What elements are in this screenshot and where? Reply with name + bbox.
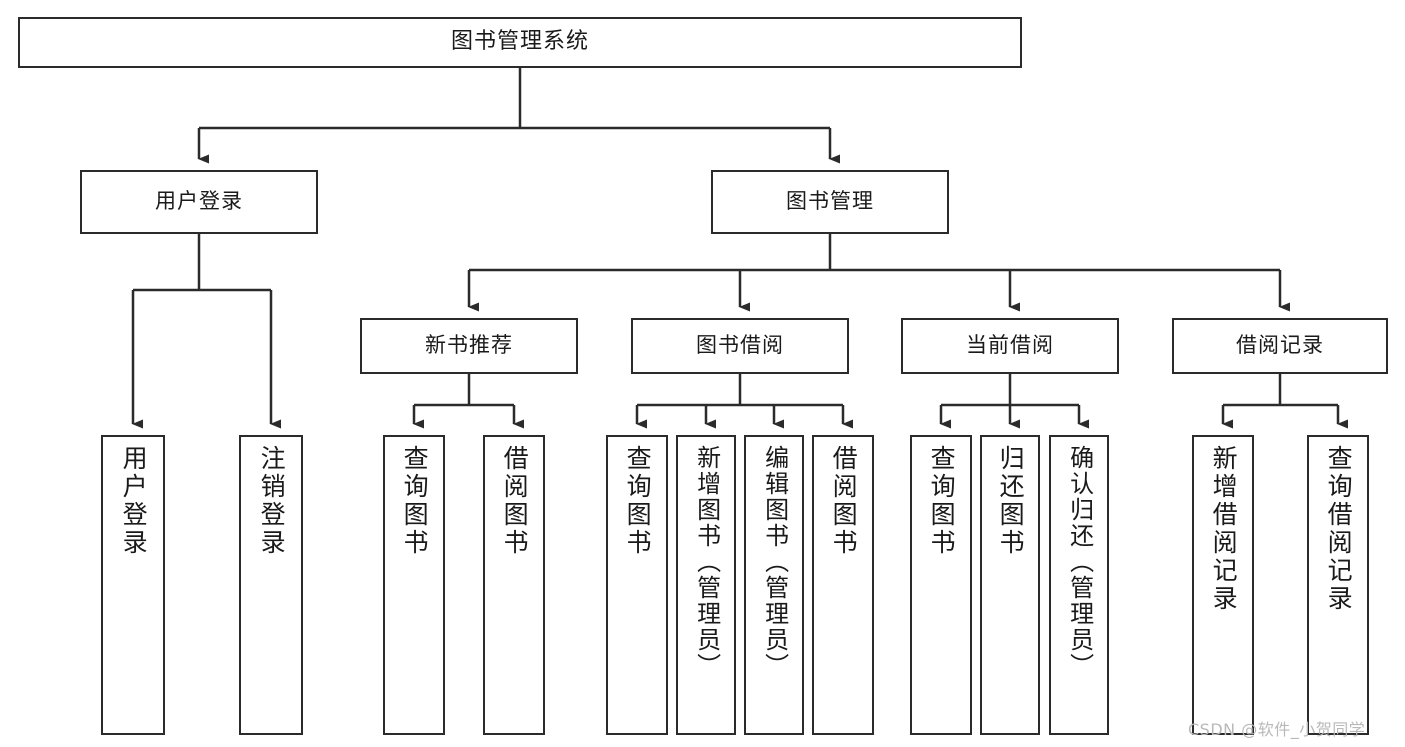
leaf-query-borrow-record[interactable]: 查询借阅记录: [1307, 435, 1369, 735]
node-label: 借阅记录: [1236, 333, 1324, 358]
node-label: 新增借阅记录: [1209, 445, 1239, 613]
leaf-query-book-borrow[interactable]: 查询图书: [606, 435, 668, 735]
node-label: 查询图书: [927, 445, 957, 557]
node-label: 用户登录: [119, 445, 149, 557]
node-label: 编辑图书（管理员）: [760, 445, 789, 679]
node-label: 查询图书: [400, 445, 430, 557]
node-label: 图书管理系统: [450, 29, 589, 55]
node-label: 图书管理: [786, 189, 874, 214]
node-label: 注销登录: [257, 445, 287, 557]
node-book-borrow[interactable]: 图书借阅: [631, 318, 849, 374]
leaf-confirm-return-admin[interactable]: 确认归还（管理员）: [1049, 435, 1109, 735]
leaf-logout[interactable]: 注销登录: [239, 435, 303, 735]
leaf-borrow-book-recommend[interactable]: 借阅图书: [483, 435, 545, 735]
node-label: 借阅图书: [500, 445, 530, 557]
leaf-query-book-recommend[interactable]: 查询图书: [383, 435, 445, 735]
node-current-borrow[interactable]: 当前借阅: [901, 318, 1119, 374]
node-borrow-record[interactable]: 借阅记录: [1172, 318, 1388, 374]
node-label: 新增图书（管理员）: [692, 445, 721, 679]
node-label: 新书推荐: [425, 333, 513, 358]
leaf-add-borrow-record[interactable]: 新增借阅记录: [1192, 435, 1254, 735]
leaf-edit-book-admin[interactable]: 编辑图书（管理员）: [744, 435, 804, 735]
node-label: 图书借阅: [696, 333, 784, 358]
leaf-add-book-admin[interactable]: 新增图书（管理员）: [676, 435, 736, 735]
node-label: 当前借阅: [966, 333, 1054, 358]
leaf-return-book[interactable]: 归还图书: [980, 435, 1040, 735]
leaf-query-book-current[interactable]: 查询图书: [910, 435, 972, 735]
node-new-book-recommend[interactable]: 新书推荐: [360, 318, 578, 374]
leaf-user-login[interactable]: 用户登录: [101, 435, 165, 735]
node-label: 归还图书: [996, 445, 1026, 557]
node-label: 查询图书: [623, 445, 653, 557]
node-book-management[interactable]: 图书管理: [711, 170, 949, 234]
node-label: 确认归还（管理员）: [1065, 445, 1094, 679]
node-root-book-management-system[interactable]: 图书管理系统: [18, 17, 1022, 68]
node-label: 用户登录: [155, 189, 243, 214]
node-label: 查询借阅记录: [1324, 445, 1354, 613]
node-user-login[interactable]: 用户登录: [80, 170, 318, 234]
node-label: 借阅图书: [829, 445, 859, 557]
leaf-borrow-book[interactable]: 借阅图书: [812, 435, 874, 735]
